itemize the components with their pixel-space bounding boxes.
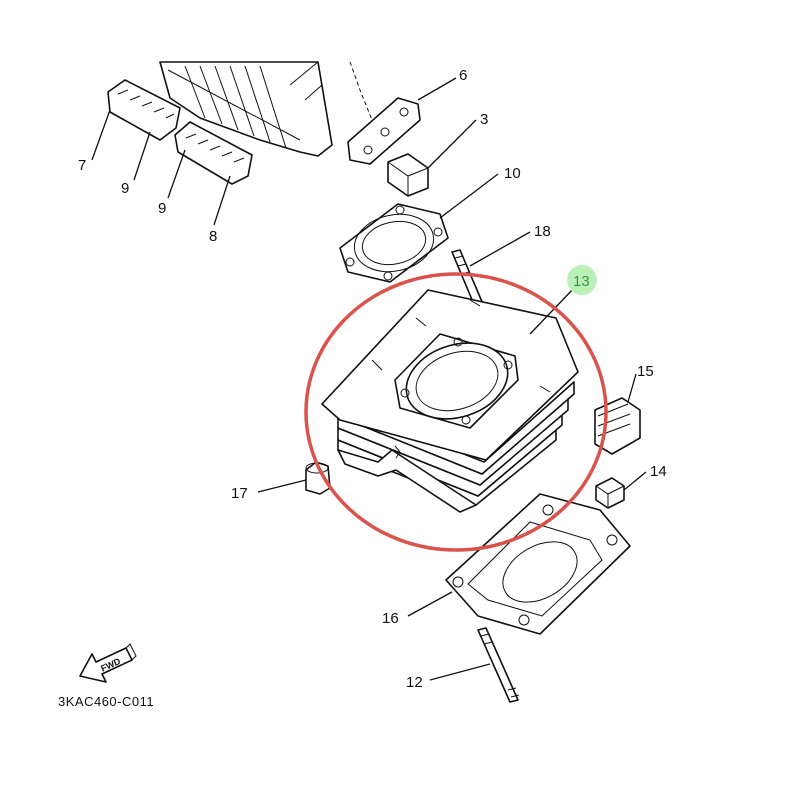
stud-bolt-12 bbox=[477, 627, 520, 703]
bracket-6 bbox=[347, 97, 421, 165]
reed-block-7 bbox=[107, 79, 181, 141]
callout-16: 16 bbox=[382, 610, 399, 627]
callout-14: 14 bbox=[650, 463, 667, 480]
callout-9-upper: 9 bbox=[121, 180, 129, 197]
callout-3: 3 bbox=[480, 111, 488, 128]
cylinder-13 bbox=[321, 289, 579, 513]
reed-block-8 bbox=[174, 121, 253, 185]
callout-7: 7 bbox=[78, 157, 86, 174]
callout-15: 15 bbox=[637, 363, 654, 380]
damper-14 bbox=[595, 477, 625, 509]
callout-10: 10 bbox=[504, 165, 521, 182]
callout-9-lower: 9 bbox=[158, 200, 166, 217]
gasket-16 bbox=[445, 493, 631, 635]
leader-lines bbox=[91, 77, 647, 681]
callout-8: 8 bbox=[209, 228, 217, 245]
forward-arrow-icon: FWD bbox=[79, 643, 137, 683]
diagram-code: 3KAC460-C011 bbox=[58, 694, 154, 709]
callout-6: 6 bbox=[459, 67, 467, 84]
callout-17: 17 bbox=[231, 485, 248, 502]
callout-13: 13 bbox=[573, 273, 590, 290]
callout-labels: 3 6 7 9 9 8 10 18 13 15 14 17 16 12 bbox=[78, 67, 667, 691]
gasket-10 bbox=[339, 203, 449, 283]
intake-cover bbox=[159, 61, 373, 157]
callout-18: 18 bbox=[534, 223, 551, 240]
highlight-ring bbox=[304, 272, 608, 552]
highlight-badge bbox=[567, 265, 597, 295]
callout-12: 12 bbox=[406, 674, 423, 691]
block-3 bbox=[387, 153, 429, 197]
